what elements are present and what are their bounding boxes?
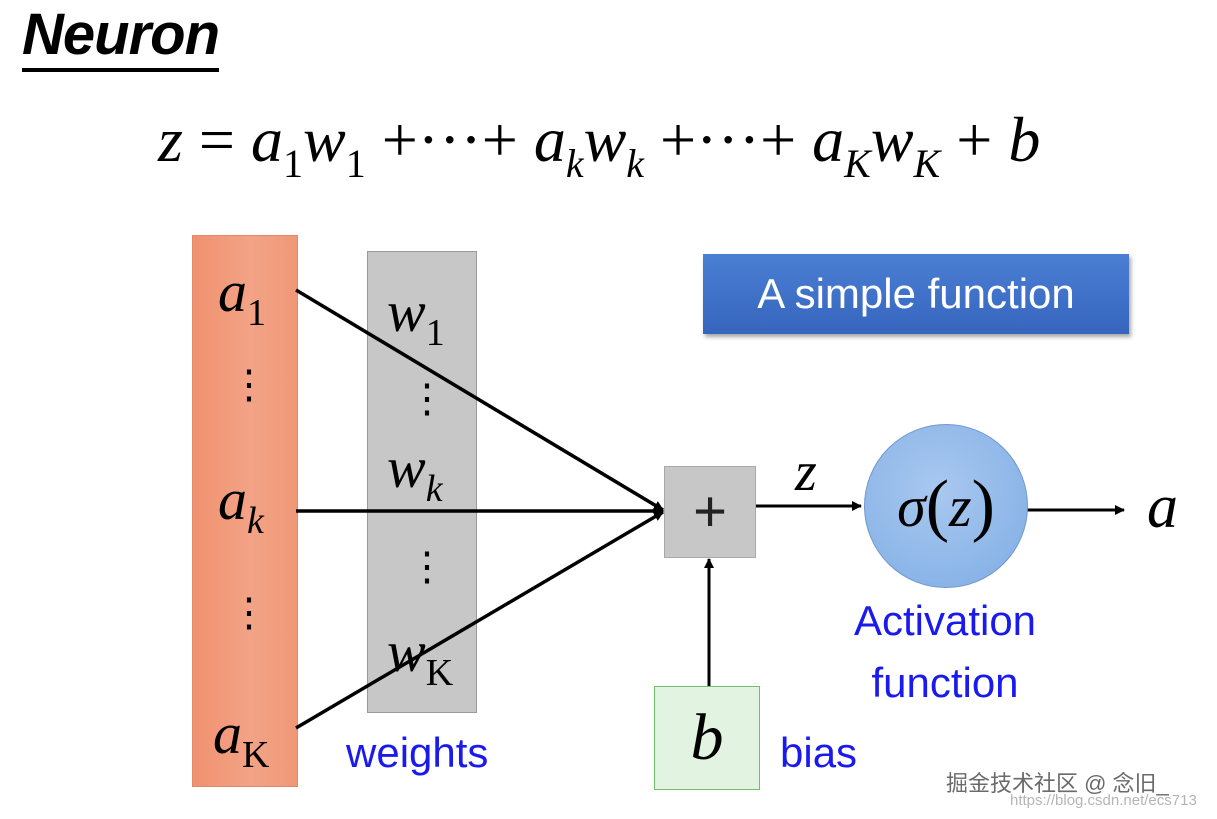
- formula-aK: aK: [812, 104, 871, 186]
- activation-circle: σ(z): [864, 424, 1028, 588]
- sum-node: +: [664, 466, 756, 558]
- activation-function-label: Activation function: [830, 590, 1060, 714]
- activation-arg: z: [949, 473, 972, 539]
- formula-wK: wK: [870, 104, 941, 186]
- input-aK: aK: [213, 701, 270, 777]
- formula-w1: w1: [303, 104, 366, 186]
- weight-wk: wk: [387, 435, 443, 511]
- watermark: 掘金技术社区 @ 念旧_: [946, 771, 1169, 796]
- page-title: Neuron: [22, 2, 220, 72]
- formula-dots-2: ···: [696, 104, 761, 175]
- weight-w1: w1: [387, 279, 445, 355]
- watermark-url: https://blog.csdn.net/ecs713: [1010, 792, 1197, 809]
- activation-label-line2: function: [871, 659, 1019, 706]
- formula-plus-3: +: [660, 104, 697, 175]
- formula-dots-1: ···: [417, 104, 482, 175]
- weights-box: [367, 251, 477, 713]
- input-ak: ak: [218, 467, 264, 543]
- output-a: a: [1147, 473, 1178, 541]
- weight-wK: wK: [387, 619, 454, 695]
- activation-label-line1: Activation: [853, 597, 1037, 644]
- bias-box: b: [654, 686, 760, 790]
- bias-label: bias: [780, 729, 858, 776]
- formula-a1: a1: [251, 104, 303, 186]
- edge-a1-to-sum: [295, 288, 664, 512]
- weights-label: weights: [346, 729, 489, 776]
- open-paren: (: [925, 467, 950, 544]
- formula-plus-5: +: [956, 104, 993, 175]
- formula-b: b: [1008, 104, 1041, 175]
- formula-plus-4: +: [760, 104, 797, 175]
- edge-aK-to-sum: [295, 510, 664, 730]
- sigma-symbol: σ: [897, 473, 926, 539]
- formula-plus-2: +: [481, 104, 518, 175]
- formula-z: z: [158, 104, 183, 175]
- simple-function-callout: A simple function: [703, 254, 1129, 334]
- inputs-box: [192, 235, 298, 787]
- formula-equals: =: [198, 104, 235, 175]
- formula-ak: ak: [533, 104, 584, 186]
- z-label: z: [795, 441, 817, 503]
- close-paren: ): [971, 467, 995, 544]
- input-a1: a1: [218, 259, 266, 335]
- formula-plus-1: +: [381, 104, 418, 175]
- neuron-formula: z = a1w1 +···+ akwk +···+ aKwK + b: [158, 100, 1040, 204]
- formula-wk: wk: [583, 104, 645, 186]
